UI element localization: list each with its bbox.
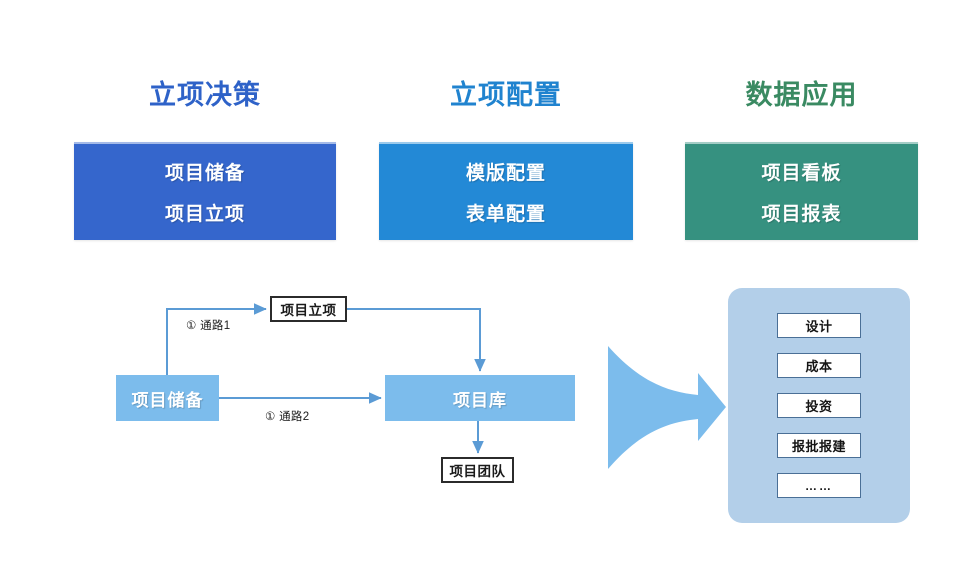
flow-node-project-approval: 项目立项 bbox=[270, 296, 347, 322]
app-chip-approval-construction[interactable]: 报批报建 bbox=[777, 433, 861, 458]
flow-node-project-reserve: 项目储备 bbox=[116, 375, 219, 421]
connector-reserve-to-approval bbox=[166, 303, 267, 375]
app-chip-cost[interactable]: 成本 bbox=[777, 353, 861, 378]
pillar-item-project-approval: 项目立项 bbox=[164, 204, 245, 225]
transition-arrow-icon bbox=[608, 346, 726, 469]
app-chip-investment[interactable]: 投资 bbox=[777, 393, 861, 418]
connector-approval-to-library bbox=[347, 308, 486, 372]
path-label-route-1: ① 通路1 bbox=[186, 320, 231, 332]
pillar-title-configuration: 立项配置 bbox=[450, 80, 562, 110]
app-chip-more[interactable]: …… bbox=[777, 473, 861, 498]
pillar-title-data-application: 数据应用 bbox=[745, 80, 858, 110]
pillar-item-project-reserve: 项目储备 bbox=[164, 163, 245, 184]
pillar-item-form-config: 表单配置 bbox=[465, 204, 546, 225]
pillar-box-decision: 项目储备 项目立项 bbox=[74, 142, 336, 240]
flow-connectors bbox=[166, 303, 486, 454]
pillar-box-configuration: 模版配置 表单配置 bbox=[379, 142, 633, 240]
pillar-item-project-report: 项目报表 bbox=[761, 204, 842, 225]
pillar-item-project-dashboard: 项目看板 bbox=[761, 163, 842, 184]
pillar-title-decision: 立项决策 bbox=[149, 80, 261, 110]
application-modules-panel: 设计 成本 投资 报批报建 …… bbox=[728, 288, 910, 523]
app-chip-design[interactable]: 设计 bbox=[777, 313, 861, 338]
flow-node-project-library: 项目库 bbox=[385, 375, 575, 421]
pillar-item-template-config: 模版配置 bbox=[465, 163, 546, 184]
path-label-route-2: ① 通路2 bbox=[265, 411, 310, 423]
pillar-box-data-application: 项目看板 项目报表 bbox=[685, 142, 918, 240]
flow-node-project-team: 项目团队 bbox=[441, 457, 514, 483]
